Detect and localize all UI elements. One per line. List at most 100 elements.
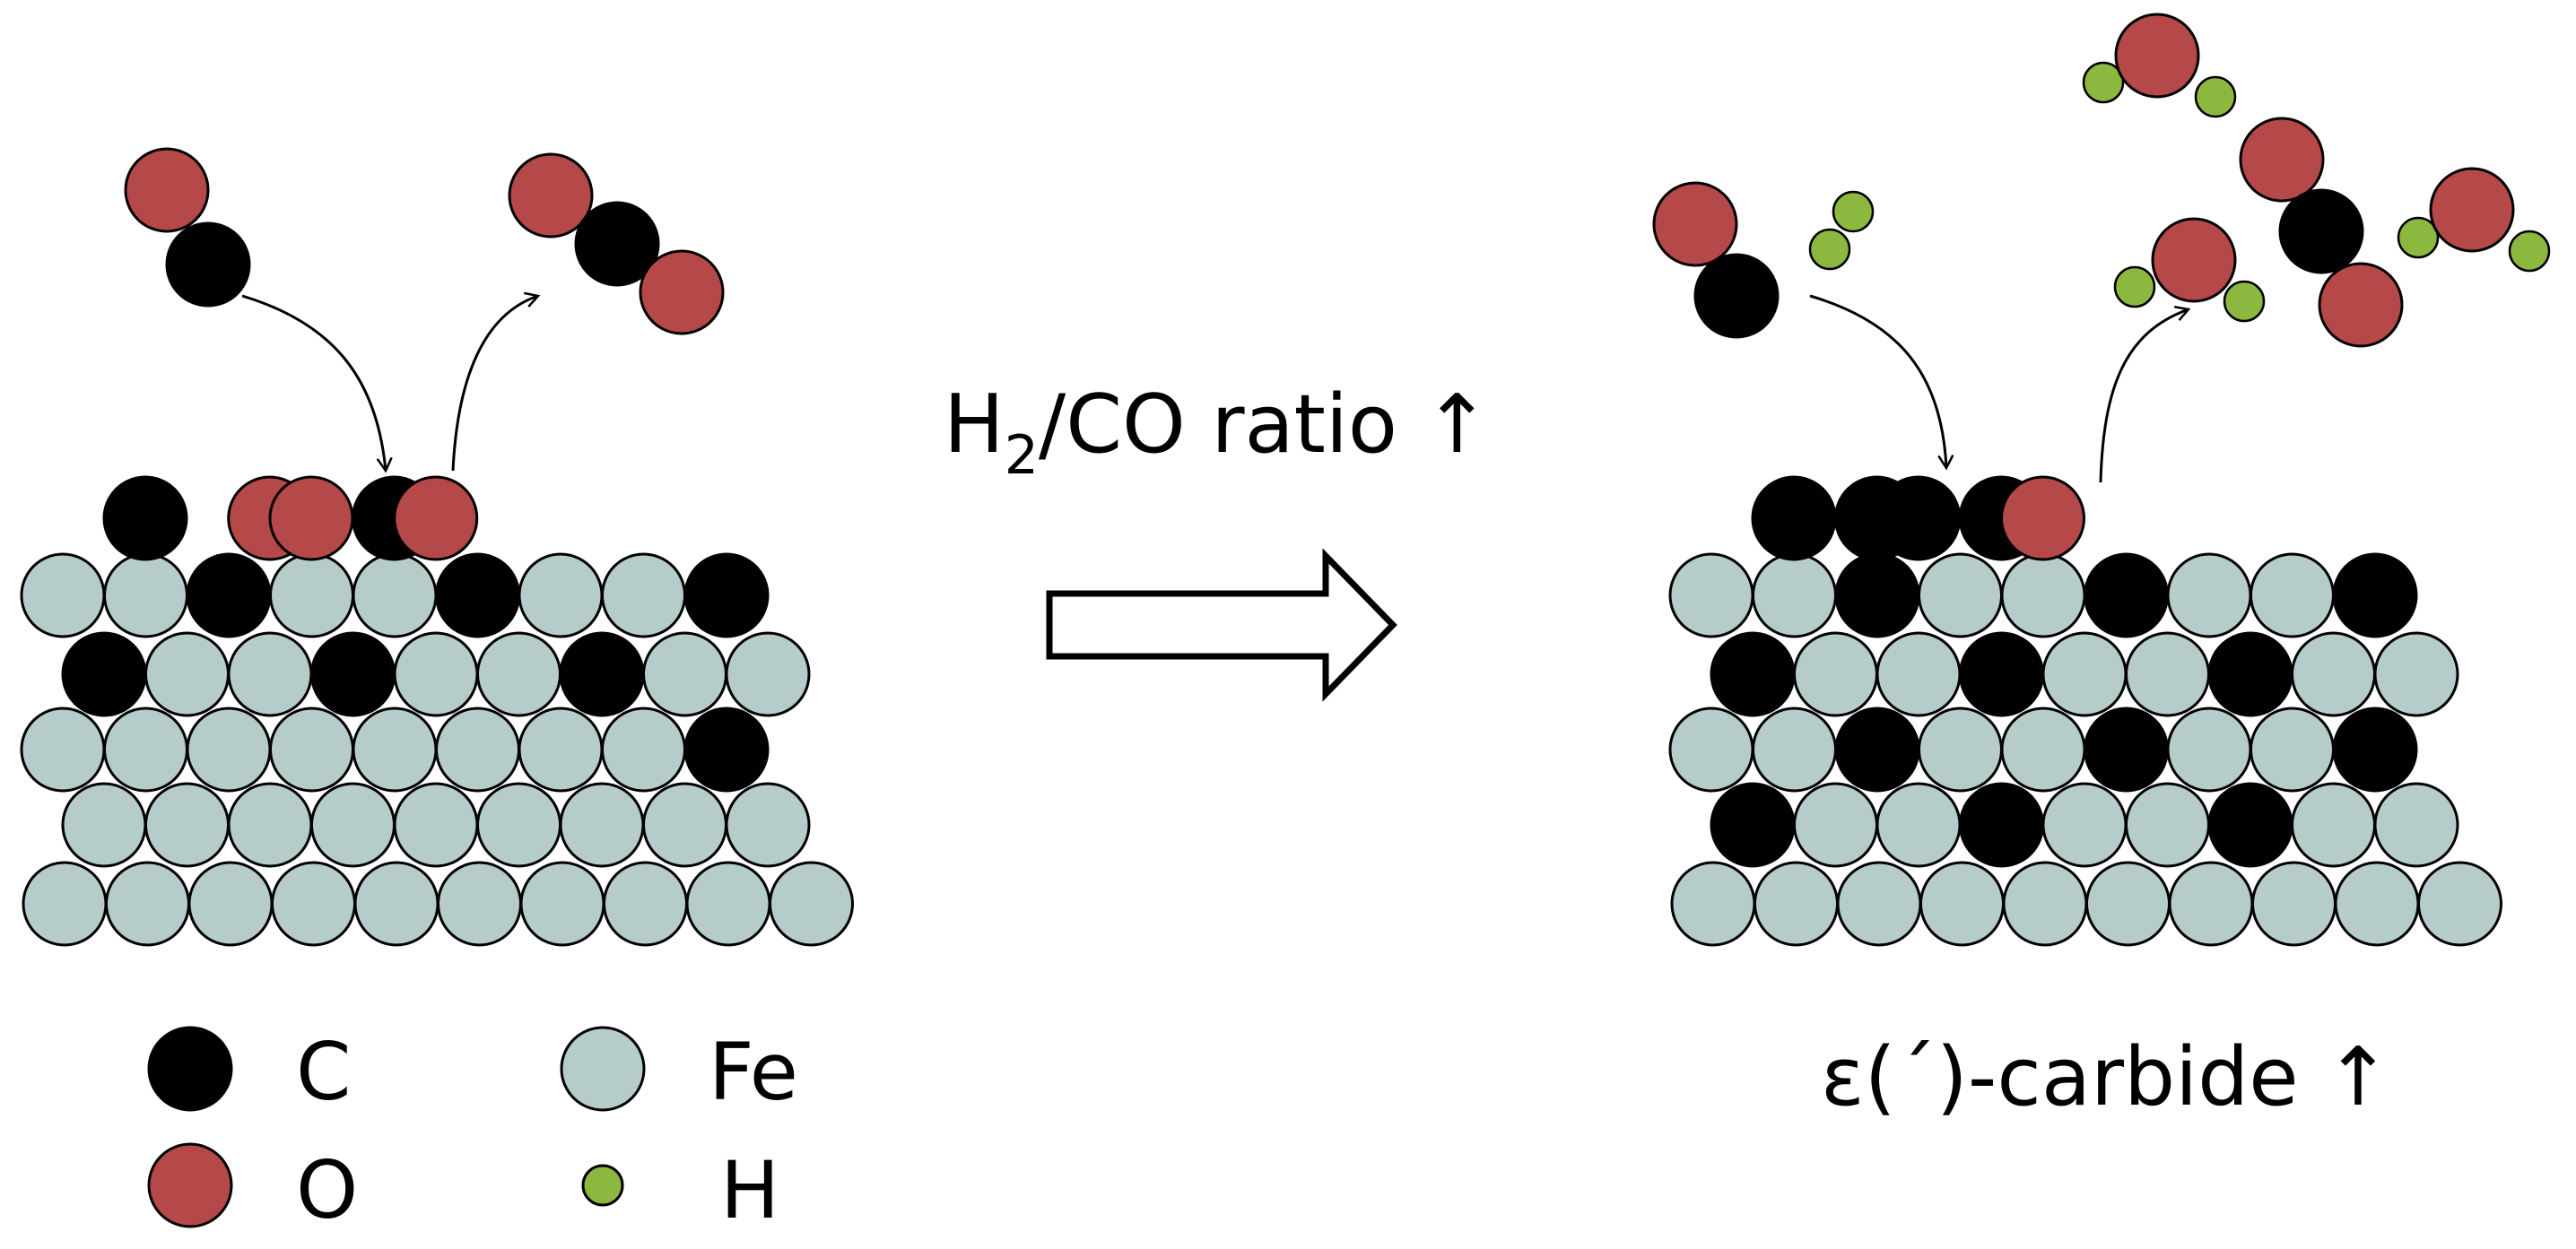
iron-atom bbox=[1668, 707, 1754, 793]
iron-atom bbox=[519, 861, 605, 947]
iron-atom bbox=[642, 631, 727, 717]
carbon-atom bbox=[1834, 552, 1920, 638]
molecule bbox=[2397, 167, 2551, 273]
oxygen-atom bbox=[2114, 13, 2200, 99]
hydrogen-atom bbox=[2508, 230, 2551, 273]
iron-atom bbox=[1875, 631, 1962, 717]
iron-atom bbox=[269, 552, 354, 638]
iron-atom bbox=[1836, 861, 1922, 947]
iron-atom bbox=[601, 707, 686, 793]
iron-atom bbox=[269, 707, 354, 793]
iron-atom bbox=[352, 707, 438, 793]
left-surface-before bbox=[20, 475, 854, 947]
iron-atom bbox=[559, 782, 645, 868]
iron-atom bbox=[1793, 782, 1878, 868]
molecule bbox=[2239, 117, 2404, 348]
iron-atom bbox=[725, 631, 811, 717]
legend-label-o: O bbox=[296, 1144, 358, 1236]
hydrogen-atom bbox=[2397, 216, 2440, 259]
carbon-atom bbox=[2084, 707, 2169, 793]
iron-atom bbox=[2125, 782, 2210, 868]
desorption-arrow-left bbox=[451, 291, 541, 472]
iron-atom bbox=[2168, 861, 2254, 947]
iron-atom bbox=[2251, 861, 2337, 947]
carbon-atom bbox=[61, 631, 147, 717]
iron-atom bbox=[144, 631, 230, 717]
hydrogen-atom bbox=[2223, 280, 2266, 323]
process-arrow bbox=[1046, 548, 1397, 702]
iron-atom bbox=[1875, 782, 1962, 868]
iron-atom bbox=[105, 861, 190, 947]
iron-atom bbox=[2417, 861, 2502, 947]
legend-label-h: H bbox=[720, 1144, 779, 1236]
carbon-atom bbox=[435, 552, 520, 638]
hydrogen-atom bbox=[1808, 228, 1851, 271]
iron-atom bbox=[603, 861, 688, 947]
iron-atom bbox=[1752, 552, 1837, 638]
oxygen-atom bbox=[268, 475, 354, 561]
iron-atom bbox=[310, 782, 396, 868]
oxygen-atom bbox=[639, 249, 725, 335]
oxygen-atom bbox=[508, 152, 594, 239]
oxygen-atom bbox=[2151, 217, 2237, 303]
carbon-atom bbox=[2084, 552, 2169, 638]
iron-atom bbox=[1752, 707, 1837, 793]
hydrogen-atom bbox=[2082, 61, 2125, 104]
molecule bbox=[1808, 190, 1875, 271]
molecule bbox=[2082, 13, 2237, 118]
right-surface-after bbox=[1668, 475, 2502, 947]
iron-atom bbox=[352, 552, 438, 638]
carbon-atom bbox=[2278, 188, 2364, 274]
molecule bbox=[124, 147, 251, 308]
iron-atom bbox=[1918, 552, 2003, 638]
iron-atom bbox=[642, 782, 727, 868]
result-label: ε(´)-carbide ↑ bbox=[1821, 1030, 2392, 1124]
hydrogen-atom bbox=[1832, 190, 1875, 233]
oxygen-atom bbox=[393, 475, 479, 561]
legend-swatch-h bbox=[581, 1164, 624, 1207]
hydrogen-atom bbox=[2194, 75, 2237, 118]
left-molecules bbox=[124, 147, 725, 335]
oxygen-atom bbox=[2429, 167, 2515, 253]
condition-subscript: 2 bbox=[1005, 424, 1039, 487]
iron-atom bbox=[476, 631, 561, 717]
iron-atom bbox=[2000, 552, 2086, 638]
iron-atom bbox=[2166, 707, 2252, 793]
adsorption-arrow-right bbox=[1809, 294, 1954, 471]
iron-atom bbox=[476, 782, 561, 868]
adsorption-arrow-left bbox=[241, 294, 393, 473]
desorption-arrow-right bbox=[2099, 305, 2191, 483]
iron-atom bbox=[2250, 707, 2335, 793]
legend-swatch-c bbox=[147, 1026, 233, 1112]
iron-atom bbox=[437, 861, 522, 947]
iron-atom bbox=[1919, 861, 2005, 947]
carbon-atom bbox=[2332, 707, 2418, 793]
carbon-atom bbox=[2207, 631, 2293, 717]
carbon-atom bbox=[683, 707, 770, 793]
iron-atom bbox=[227, 631, 313, 717]
carbon-atom bbox=[186, 552, 272, 638]
oxygen-atom bbox=[2000, 475, 2085, 561]
iron-atom bbox=[601, 552, 686, 638]
carbon-atom bbox=[1959, 782, 2044, 868]
iron-atom bbox=[2041, 782, 2128, 868]
carbon-atom bbox=[574, 201, 660, 287]
iron-atom bbox=[103, 707, 188, 793]
carbon-atom bbox=[1693, 253, 1780, 339]
oxygen-atom bbox=[2318, 262, 2404, 348]
iron-atom bbox=[20, 552, 106, 638]
iron-atom bbox=[2085, 861, 2171, 947]
carbon-atom bbox=[165, 221, 251, 308]
iron-atom bbox=[2002, 861, 2088, 947]
iron-atom bbox=[518, 552, 604, 638]
iron-atom bbox=[2334, 861, 2420, 947]
iron-atom bbox=[144, 782, 230, 868]
carbon-atom bbox=[310, 631, 396, 717]
iron-atom bbox=[2125, 631, 2210, 717]
carbon-atom bbox=[559, 631, 645, 717]
iron-atom bbox=[103, 552, 188, 638]
iron-atom bbox=[1670, 861, 1756, 947]
iron-atom bbox=[2373, 782, 2459, 868]
carbon-atom bbox=[2207, 782, 2293, 868]
